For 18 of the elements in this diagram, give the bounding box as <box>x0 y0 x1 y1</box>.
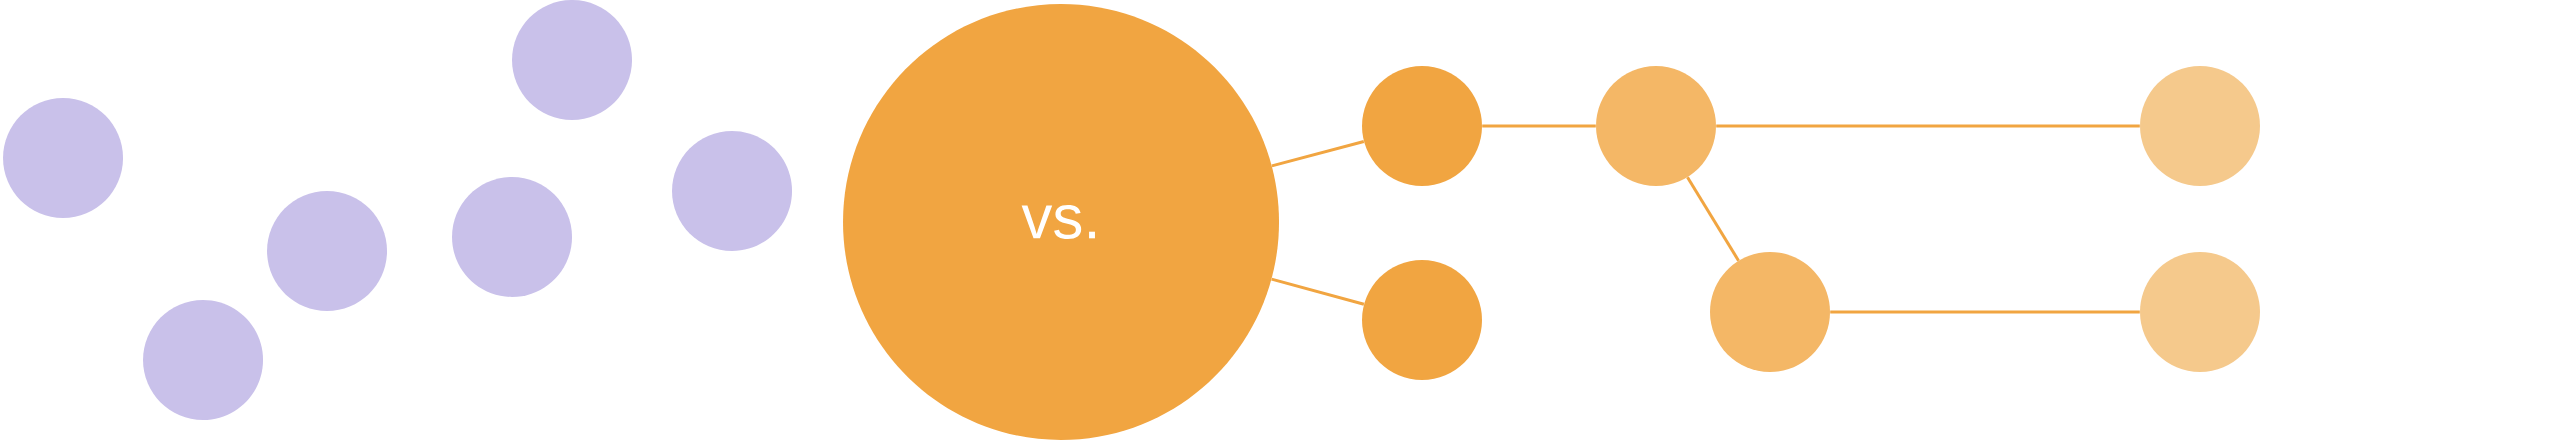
circle <box>143 300 264 420</box>
circle <box>267 191 388 311</box>
circle <box>452 177 572 297</box>
circle <box>3 98 124 218</box>
circle <box>1362 260 1482 380</box>
connector-line <box>1830 310 2140 314</box>
circle <box>2140 252 2260 372</box>
circle <box>1596 66 1716 186</box>
connector-line <box>1271 140 1365 168</box>
circle <box>2140 66 2260 186</box>
circle <box>512 0 632 120</box>
circle <box>1362 66 1482 186</box>
circle <box>672 131 792 251</box>
circle <box>1710 252 1830 372</box>
connector-line <box>1686 176 1740 262</box>
connector-line <box>1271 277 1365 306</box>
connector-line <box>1482 124 1596 128</box>
connector-line <box>1716 124 2140 128</box>
